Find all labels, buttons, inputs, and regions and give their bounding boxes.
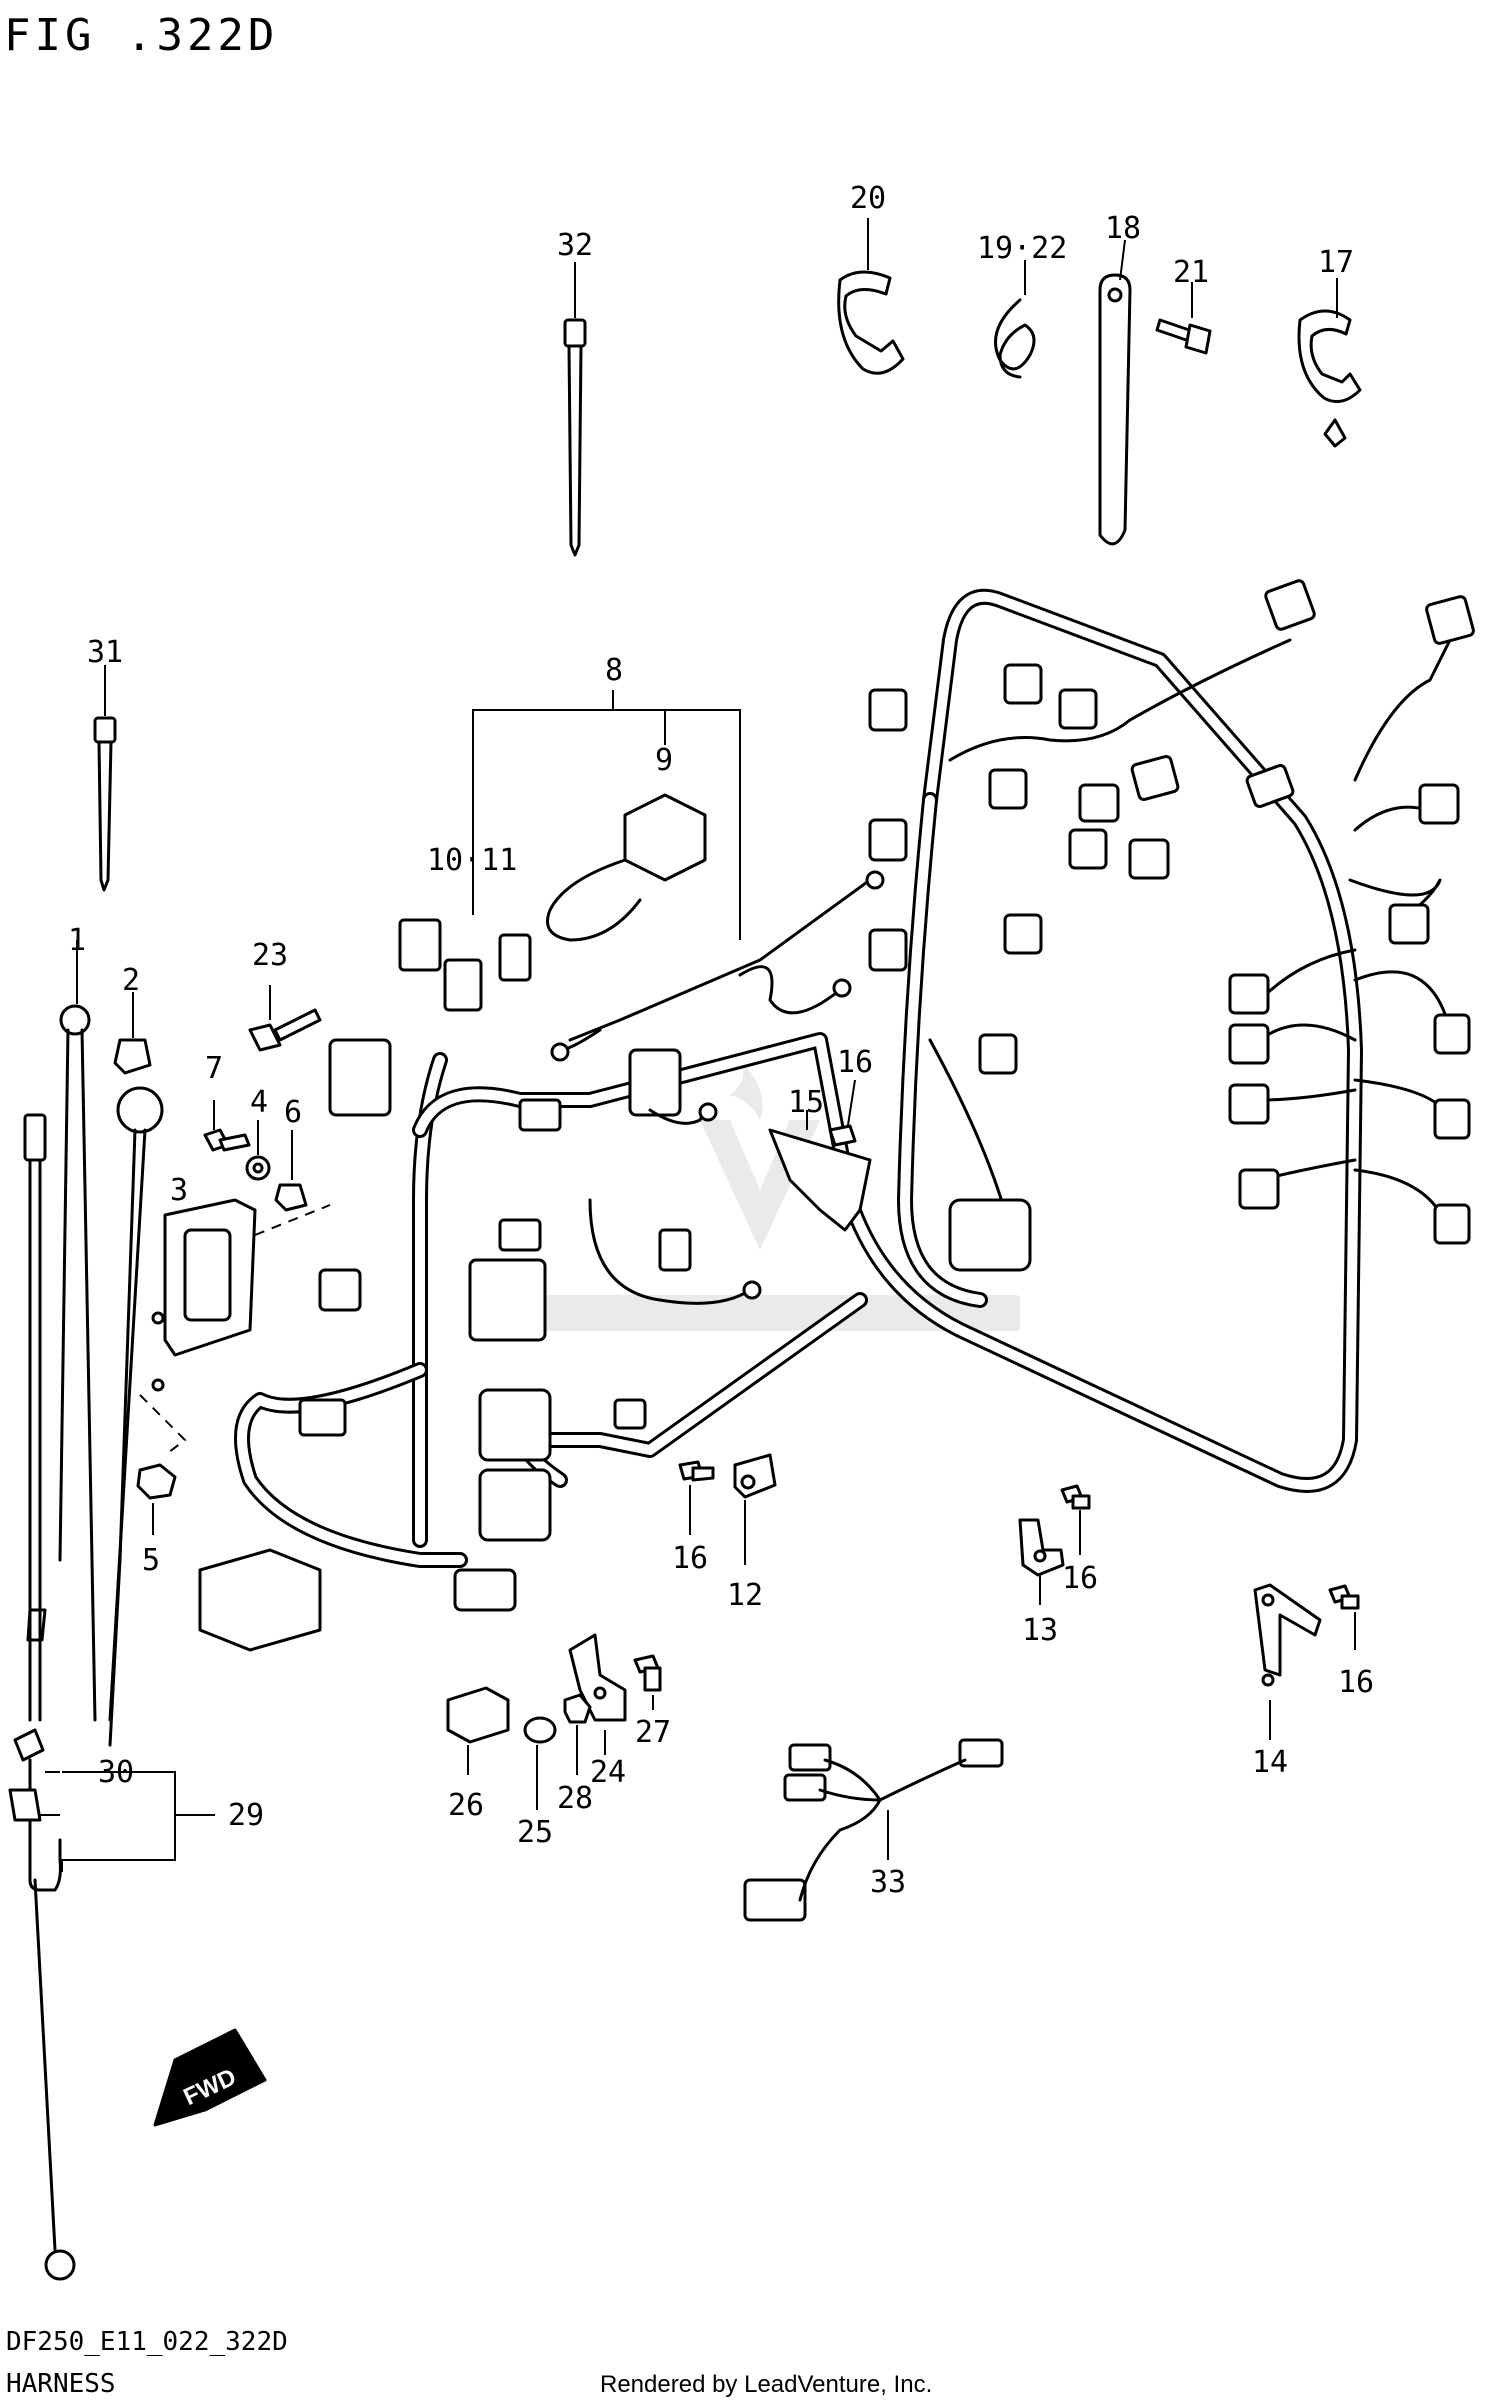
bolt-7[interactable] xyxy=(203,1100,251,1152)
wire-clip-19-22[interactable] xyxy=(994,260,1036,379)
module-9[interactable] xyxy=(546,793,707,942)
callout-21: 21 xyxy=(1173,255,1209,290)
callout-8: 8 xyxy=(605,653,623,688)
callout-26: 26 xyxy=(448,1788,484,1823)
battery-cable-2nd xyxy=(108,1086,164,1747)
callout-14: 14 xyxy=(1252,1745,1288,1780)
callout-4: 4 xyxy=(250,1085,268,1120)
callout-13: 13 xyxy=(1022,1613,1058,1648)
callout-33: 33 xyxy=(870,1865,906,1900)
callouts: 1 2 3 4 5 6 7 8 9 10·11 12 13 14 15 16 1… xyxy=(68,181,1374,1900)
callout-2: 2 xyxy=(122,963,140,998)
figure-credit: Rendered by LeadVenture, Inc. xyxy=(600,2371,932,2398)
cap-2[interactable] xyxy=(113,992,152,1075)
callout-24: 24 xyxy=(590,1755,626,1790)
cover-26[interactable] xyxy=(446,1686,510,1775)
callout-20: 20 xyxy=(850,181,886,216)
callout-32: 32 xyxy=(557,228,593,263)
callout-16b: 16 xyxy=(672,1541,708,1576)
callout-19-22: 19·22 xyxy=(977,231,1067,266)
callout-1: 1 xyxy=(68,923,86,958)
battery-cable-1[interactable] xyxy=(58,940,97,1722)
callout-3: 3 xyxy=(170,1173,188,1208)
grommet-6[interactable] xyxy=(274,1130,308,1212)
clamp-20[interactable] xyxy=(837,218,905,375)
bolt-16c[interactable] xyxy=(1060,1484,1091,1555)
leader-29-30 xyxy=(40,1771,215,1872)
cable-tie-31[interactable] xyxy=(93,665,117,892)
bracket-3[interactable] xyxy=(139,1198,331,1456)
bracket-15[interactable] xyxy=(768,1110,872,1232)
cap-25[interactable] xyxy=(523,1716,557,1810)
callout-10-11: 10·11 xyxy=(427,843,517,878)
clamp-17[interactable] xyxy=(1297,278,1362,448)
clip-12[interactable] xyxy=(733,1453,777,1565)
callout-7: 7 xyxy=(205,1051,223,1086)
callout-9: 9 xyxy=(655,743,673,778)
nut-28[interactable] xyxy=(563,1693,592,1775)
figure-name: HARNESS xyxy=(6,2369,116,2399)
fwd-arrow-icon: FWD xyxy=(153,2028,267,2127)
bolt-16b[interactable] xyxy=(678,1460,715,1535)
callout-30: 30 xyxy=(98,1755,134,1790)
callout-12: 12 xyxy=(727,1578,763,1613)
bolt-23[interactable] xyxy=(248,985,322,1052)
fuse-lead-29[interactable] xyxy=(8,1113,76,2281)
figure-title: FIG .322D xyxy=(4,10,278,61)
callout-5: 5 xyxy=(142,1543,160,1578)
callout-18: 18 xyxy=(1105,211,1141,246)
washer-4[interactable] xyxy=(245,1120,271,1181)
clip-13[interactable] xyxy=(1018,1518,1065,1605)
callout-16a: 16 xyxy=(837,1045,873,1080)
callout-27: 27 xyxy=(635,1715,671,1750)
callout-6: 6 xyxy=(284,1095,302,1130)
ground-wires xyxy=(550,870,885,1305)
callout-28: 28 xyxy=(557,1781,593,1816)
harness-connectors xyxy=(198,579,1475,1652)
callout-29: 29 xyxy=(228,1798,264,1833)
bolt-16d[interactable] xyxy=(1328,1584,1360,1650)
callout-23: 23 xyxy=(252,938,288,973)
callout-15: 15 xyxy=(788,1085,824,1120)
grommet-5[interactable] xyxy=(136,1463,177,1535)
callout-31: 31 xyxy=(87,635,123,670)
figure-code: DF250_E11_022_322D xyxy=(6,2327,288,2357)
bolt-27[interactable] xyxy=(633,1654,662,1710)
strap-18[interactable] xyxy=(1098,239,1132,546)
bolt-21[interactable] xyxy=(1155,282,1212,355)
bracket-14[interactable] xyxy=(1253,1583,1322,1740)
group-bracket-8 xyxy=(472,690,741,940)
callout-16c: 16 xyxy=(1062,1561,1098,1596)
bolt-16a[interactable] xyxy=(828,1079,857,1147)
bracket-24[interactable] xyxy=(568,1633,627,1755)
cable-tie-32[interactable] xyxy=(563,262,587,557)
callout-16d: 16 xyxy=(1338,1665,1374,1700)
callout-25: 25 xyxy=(517,1815,553,1850)
callout-17: 17 xyxy=(1318,245,1354,280)
sub-harness-33[interactable] xyxy=(743,1738,1004,1922)
